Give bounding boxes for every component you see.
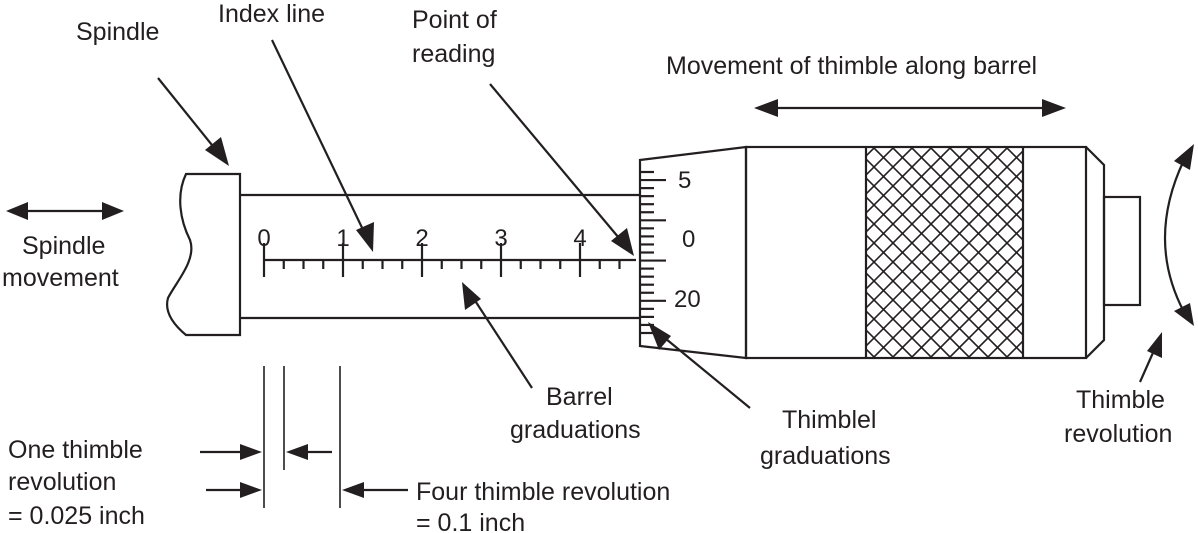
spindle-label: Spindle <box>76 18 159 46</box>
knurl-line <box>866 347 876 358</box>
knurl-line <box>1120 147 1198 358</box>
spindle-body <box>166 172 242 337</box>
knurl-line <box>866 147 876 158</box>
knurl-line <box>866 168 1023 329</box>
knurl-line <box>866 147 971 253</box>
knurl-line <box>1005 339 1023 358</box>
knurl-line <box>891 225 1023 358</box>
spindle-movement-arrow <box>6 202 124 220</box>
point-of-reading-pointer-arrow <box>489 83 634 256</box>
knurl-line <box>866 271 952 358</box>
thimble-scale-number: 5 <box>678 167 691 194</box>
knurl-line <box>1063 147 1198 358</box>
index-line-pointer-arrow <box>271 39 374 252</box>
barrel-scale-number: 2 <box>415 225 428 252</box>
arrows <box>6 39 1194 409</box>
knurl-line <box>866 187 1023 348</box>
four-revolution-label-line2: = 0.1 inch <box>416 509 525 533</box>
knurl-line <box>1044 147 1198 358</box>
one-revolution-label-line1: One thimble <box>8 436 143 464</box>
knurl-line <box>948 282 1023 358</box>
knurl-line <box>866 147 952 234</box>
knurl-line <box>967 147 1023 204</box>
knurl-line <box>866 149 1023 310</box>
knurl-line <box>1025 147 1198 358</box>
spindle-movement-label-line2: movement <box>2 264 119 292</box>
barrel-scale-number: 3 <box>494 225 507 252</box>
thimble-graduation-ticks <box>640 170 666 335</box>
barrel-scale-number: 1 <box>336 225 349 252</box>
knurl-line <box>626 147 837 358</box>
knurl-line <box>929 263 1023 358</box>
thimble-scale-number: 0 <box>682 226 695 253</box>
knurl-line <box>1005 147 1023 166</box>
thimble-revolution-label-line1: Thimble <box>1076 386 1165 414</box>
barrel-graduations-label-line1: Barrel <box>546 383 613 411</box>
barrel-scale-number: 4 <box>573 225 586 252</box>
index-line-label: Index line <box>218 0 325 28</box>
barrel-scale <box>262 243 636 277</box>
thimble-graduations-label-line1: Thimblel <box>782 406 876 434</box>
thimble-graduations-label-line2: graduations <box>760 442 891 470</box>
knurl-line <box>645 147 856 358</box>
one-revolution-label-line3: = 0.025 inch <box>8 502 145 530</box>
thimble-revolution-label-line2: revolution <box>1064 420 1172 448</box>
knurled-grip <box>626 147 1198 358</box>
knurl-line <box>967 301 1023 358</box>
knurl-line <box>866 290 933 358</box>
barrel-graduations-label-line2: graduations <box>510 416 641 444</box>
knurl-line <box>866 309 914 358</box>
thimble-scale-numbers: 5 0 20 <box>674 167 701 313</box>
spindle-movement-label-line1: Spindle <box>22 232 105 260</box>
knurl-line <box>866 252 971 358</box>
thimble-scale-number: 20 <box>674 286 701 313</box>
thimble-graduations-pointer-arrow <box>648 322 751 409</box>
knurl-line <box>1177 147 1198 358</box>
revolution-dimension <box>200 366 408 508</box>
point-of-reading-label-line2: reading <box>412 40 495 68</box>
point-of-reading-label-line1: Point of <box>412 6 497 34</box>
knurl-line <box>866 147 1009 291</box>
knurl-line <box>986 320 1023 358</box>
knurl-line <box>866 147 933 215</box>
knurl-line <box>1158 147 1198 358</box>
knurl-line <box>1025 147 1198 358</box>
knurl-line <box>1101 147 1198 358</box>
knurl-line <box>929 147 1023 242</box>
thimble-revolution-pointer-arrow <box>1138 332 1162 383</box>
four-revolution-label-line1: Four thimble revolution <box>416 478 670 506</box>
knurl-line <box>645 147 856 358</box>
knurl-line <box>1044 147 1198 358</box>
knurl-line <box>866 147 990 272</box>
barrel-scale-numbers: 0 1 2 3 4 <box>257 225 586 252</box>
knurl-line <box>1158 147 1198 358</box>
knurl-line <box>948 147 1023 223</box>
knurl-line <box>872 206 1023 358</box>
knurl-line <box>1139 147 1198 358</box>
thimble-revolution-arrow <box>1164 144 1194 326</box>
barrel-graduations-pointer-arrow <box>462 282 533 389</box>
ratchet-stop <box>1102 195 1142 307</box>
one-revolution-label-line2: revolution <box>8 468 116 496</box>
barrel-scale-number: 0 <box>257 225 270 252</box>
knurl-line <box>1101 147 1198 358</box>
movement-of-thimble-label: Movement of thimble along barrel <box>666 52 1037 80</box>
knurl-line <box>986 147 1023 185</box>
barrel <box>240 193 640 320</box>
knurl-line <box>866 328 895 358</box>
knurl-line <box>1063 147 1198 358</box>
knurl-line <box>1120 147 1198 358</box>
knurl-line <box>866 147 895 177</box>
knurl-line <box>626 147 837 358</box>
knurl-line <box>866 147 914 196</box>
spindle-pointer-arrow <box>157 77 229 166</box>
knurl-line <box>1139 147 1198 358</box>
thimble-body <box>744 145 1106 360</box>
knurl-line <box>1177 147 1198 358</box>
thimble-movement-arrow <box>754 99 1066 117</box>
knurl-line <box>910 244 1023 358</box>
